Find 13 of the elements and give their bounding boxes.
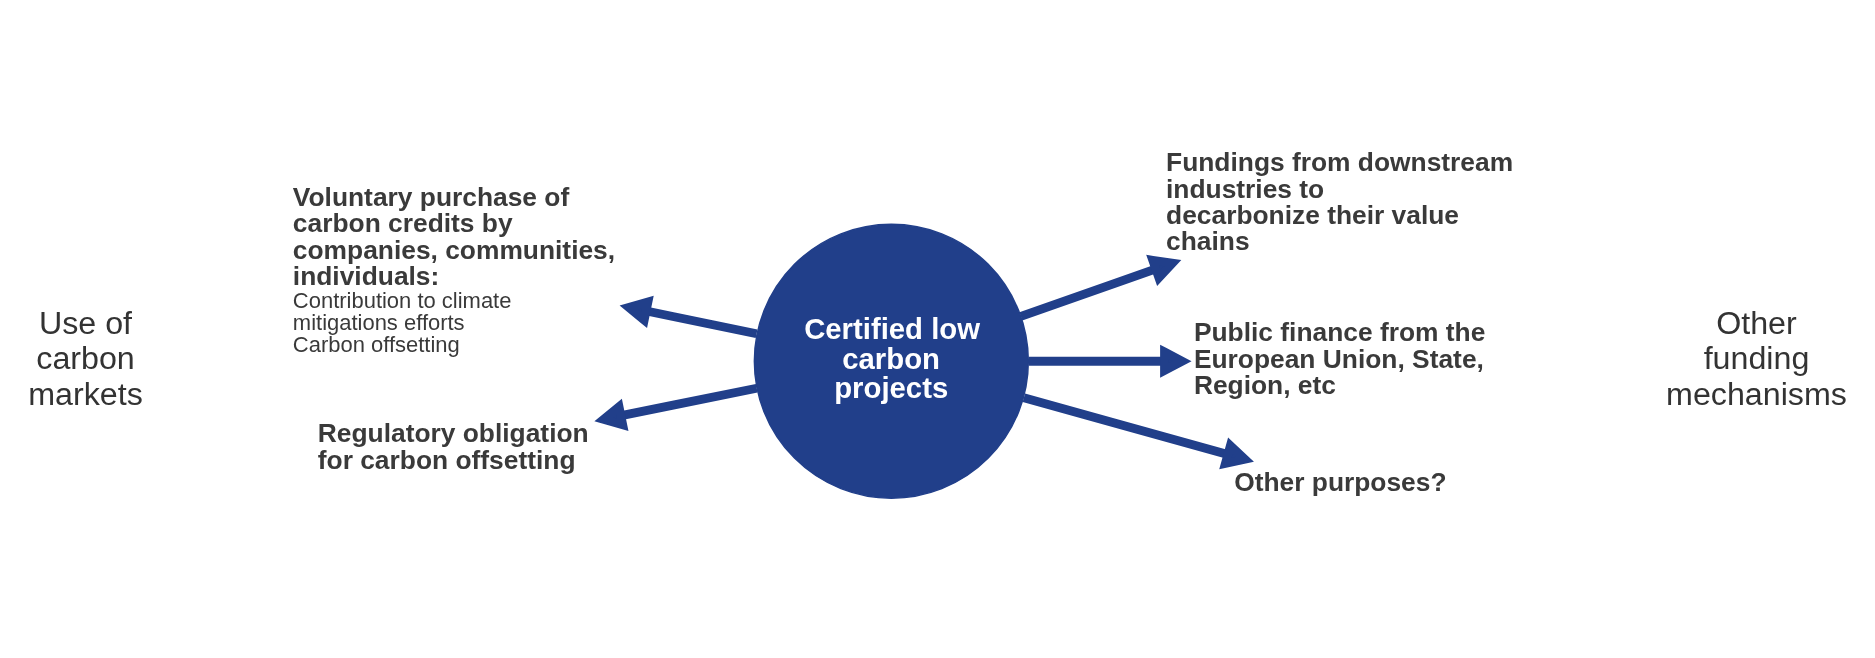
arrow xyxy=(619,295,758,339)
arrow xyxy=(1022,393,1254,470)
node-text: Voluntary purchase of carbon credits by companies, communities, individuals: Contribution to climate mitigations efforts Carbon offsetting xyxy=(292,181,616,357)
arrow xyxy=(1019,254,1182,321)
node-text: Regulatory obligation for carbon offsetting xyxy=(317,418,589,475)
label: Other funding mechanisms xyxy=(1666,305,1847,412)
node-text: Other purposes? xyxy=(1234,466,1447,497)
label: Use of carbon markets xyxy=(28,305,143,412)
node-text: Public finance from the European Union, State, Region, etc xyxy=(1193,317,1486,401)
arrow xyxy=(594,383,758,432)
arrow xyxy=(1028,344,1192,378)
node-text: Fundings from downstream industries to decarbonize their value chains xyxy=(1166,147,1514,257)
node-circle: Certified low carbon projects xyxy=(753,223,1030,499)
